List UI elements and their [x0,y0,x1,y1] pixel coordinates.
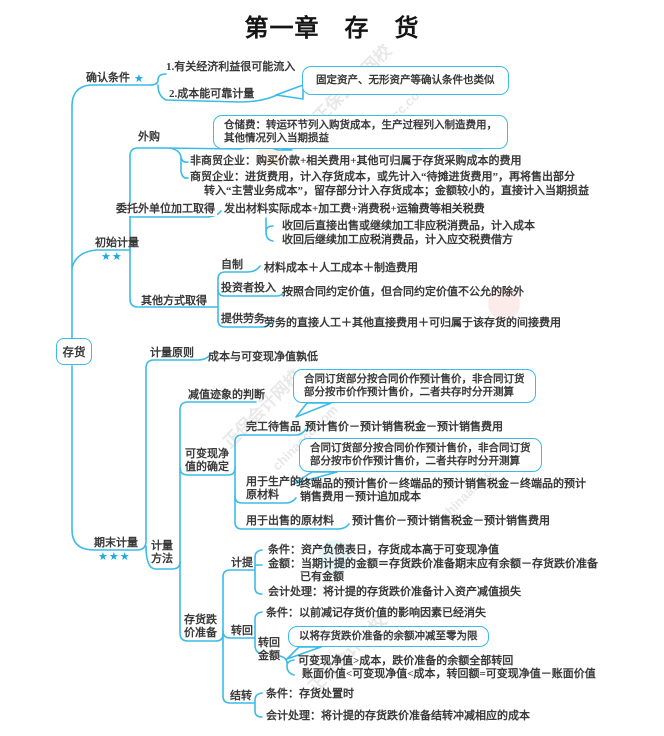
connector-zhuanhui-brace [248,611,263,654]
trading-enterprise-text-line2: 转入“主营业务成本”，留存部分计入存货成本；金额较小的，直接计入当期损益 [204,185,589,197]
sale-material-formula: 预计售价－预计销售税金－预计销售费用 [352,515,550,527]
service-formula: 劳务的直接人工＋其他直接费用＋可归属于该存货的间接费用 [264,317,561,329]
production-material-formula: 终端品的预计售价－终端品的预计销售税金－终端品的预计 销售费用－预计追加成本 [300,478,586,503]
connector-waigou-brace-2 [180,156,189,179]
connector-jiezhuan-brace [248,692,263,718]
recovered-item-2: 收回后继续加工应税消费品，计入应交税费借方 [282,234,513,246]
connector-weituo-brace [265,217,274,242]
callout-tail-confirm-note [275,84,304,100]
connector-confirm-bracket-top [149,73,167,86]
branch-initial-measure-label: 初始计量 [95,237,139,249]
measure-principle-formula: 成本与可变现净值孰低 [208,351,318,363]
carryover-accounting: 会计处理：将计提的存货跌价准备结转冲减相应的成本 [266,710,530,722]
finished-goods-formula: 预计售价－预计销售税金－预计销售费用 [305,421,503,433]
ending-measure-star-rating: ★★★ [98,551,131,563]
self-made-formula: 材料成本＋人工成本＋制造费用 [264,262,418,274]
carryover-condition: 条件：存货处置时 [266,688,354,700]
recovered-item-1: 收回后直接出售或继续加工非应税消费品，计入成本 [282,220,535,232]
carryover-label: 结转 [230,690,252,702]
connector-zhuanhui-amount-brace [279,655,295,676]
recognition-note-box: 固定资产、无形资产等确认条件也类似 [302,66,509,95]
connector-jiti-brace [248,549,263,595]
service-label: 提供劳务 [221,313,265,325]
node-commissioned-processing-label: 委托外单位加工取得 [114,203,217,216]
connector-spine-top [71,84,151,339]
callout-tail-zhuanhui-note [286,646,322,660]
connector-method-bracket-up [179,401,257,563]
recognition-item-2: 2.成本能可靠计量 [169,88,255,100]
recognition-star-rating: ★ [134,73,145,85]
commissioned-processing-formula: 发出材料实际成本+加工费+消费税+运输费等相关税费 [224,203,485,215]
reversal-label: 转回 [231,625,253,637]
investor-input-label: 投资者投入 [221,282,276,294]
connector-other-touzi [217,289,286,297]
page-title: 第一章 存 货 [244,16,420,42]
connector-initial-attach [71,249,97,269]
node-purchased-label: 外购 [138,131,160,143]
branch-ending-measure-label: 期末计量 [94,537,138,549]
connector-method-attach [145,545,181,570]
connector-nrv-sale [234,467,350,530]
reversal-rule-1: 可变现净值>成本，跌价准备的余额全部转回 [298,655,514,667]
callout-tail-finished-note [295,402,332,418]
provision-label: 存货跌 价准备 [184,614,217,639]
reversal-condition: 条件：以前减记存货价值的影响因素已经消失 [266,607,486,619]
connector-waigou-brace-1 [169,147,189,163]
connector-confirm-to-note [157,84,278,103]
production-material-label: 用于生产的 原材料 [246,476,301,501]
watermark-logo [488,288,520,320]
sale-material-label: 用于出售的原材料 [246,515,334,527]
connector-provision-zhuanhui [222,630,250,639]
root-node-inventory: 存货 [56,338,92,365]
connector-provision-jiezhuan [222,633,250,704]
connector-other-laowu [217,319,273,328]
connector-initial-bracket-up [129,147,164,251]
recognition-item-1: 1.有关经济利益很可能流入 [166,61,296,73]
connector-provision-jiti [215,569,250,642]
finished-goods-note-box: 合同订货部分按合同价作预计售价，非合同订货 部分按市价作预计售价，二者共存时分开… [293,369,536,403]
reversal-rule-2: 账面价值<可变现净值<成本，转回额=可变现净值－账面价值 [302,668,596,680]
connector-other-bracket [211,278,219,321]
initial-measure-star-rating: ★★ [101,251,123,263]
investor-input-formula: 按照合同约定价值，但合同约定价值不公允的除外 [282,286,524,298]
connector-other-zizhi [217,265,261,280]
callout-tail-production-note [292,471,338,485]
production-material-note-box: 合同订货部分按合同价作预计售价，非合同订货 部分按市价作预计售价，二者共存时分开… [299,438,542,472]
accrual-amount-line1: 金额：当期计提的金额＝存货跌价准备期末应有余额－存货跌价准备 [268,558,598,570]
accrual-condition: 条件：资产负债表日，存货成本高于可变现净值 [268,544,499,556]
accrual-amount-line2: 已有金额 [300,571,344,583]
branch-recognition-label: 确认条件 [86,72,130,84]
trading-enterprise-text-line1: 商贸企业：进货费用，计入存货成本，或先计入“待摊进货费用”，再将售出部分 [190,171,575,183]
node-other-methods-label: 其他方式取得 [141,295,207,307]
accrual-label: 计提 [231,557,253,569]
connector-method-bracket-down [179,561,217,642]
nrv-determination-label: 可变现净 值的确定 [185,448,229,473]
finished-goods-label: 完工待售品 [246,421,301,433]
connector-final-bracket [136,354,211,551]
measure-principle-label: 计量原则 [150,347,194,359]
connector-nrv-production [234,495,297,504]
measure-method-label: 计量 方法 [151,540,173,565]
connector-nrv-finished [234,428,307,469]
watermark-logo [318,540,352,574]
connector-initial-bracket-down [129,249,213,308]
connector-spine-bottom [71,365,138,551]
storage-fee-note-box: 仓储费：转运环节列入购货成本，生产过程列入制造费用， 其他情况列入当期损益 [213,115,508,149]
non-trading-enterprise-text: 非商贸企业：购买价款+相关费用+其他可归属于存货采购成本的费用 [190,155,522,167]
self-made-label: 自制 [221,259,243,271]
impairment-sign-label: 减值迹象的判断 [188,389,265,401]
accrual-accounting: 会计处理：将计提的存货跌价准备计入资产减值损失 [268,586,521,598]
reversal-limit-note-box: 以将存货跌价准备的余额冲减至零为限 [288,626,489,647]
reversal-amount-label: 转回 金额 [258,637,280,662]
